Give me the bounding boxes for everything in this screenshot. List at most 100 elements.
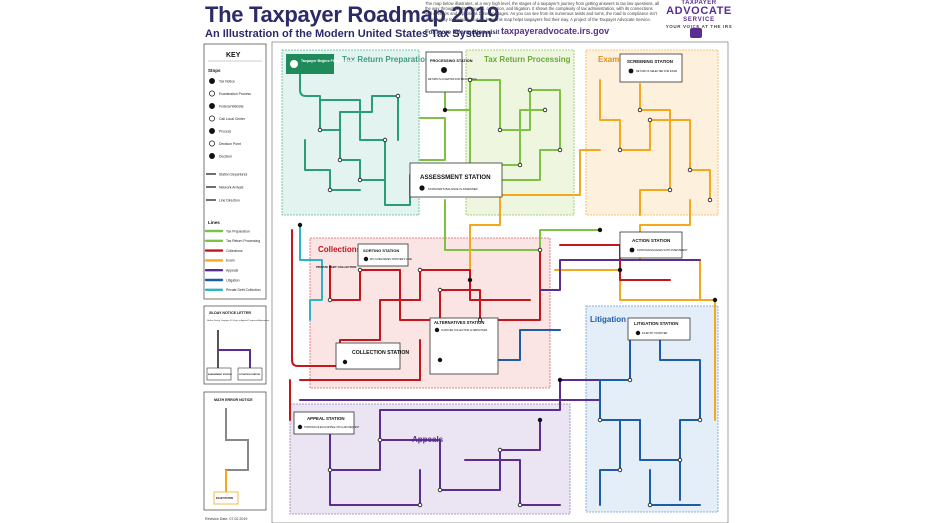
station-processing-label: PROCESSING STATION xyxy=(430,59,473,63)
revision-date: Revision Date: 07.02.2019 xyxy=(205,517,247,521)
process-icon xyxy=(363,256,369,262)
line-exam-branch-a xyxy=(639,83,671,216)
line-tax-preparation-branch-c xyxy=(304,139,361,191)
station-start-label: Taxpayer Begins Filing Process xyxy=(301,59,355,63)
station-private-debt-label: PRIVATE DEBT COLLECTION xyxy=(316,265,356,269)
station-litigation-sub: FILED BY TAXPAYER xyxy=(642,331,668,335)
station-action-sub: TAXPAYER ENGAGES WITH ASSESSMENT xyxy=(637,249,688,252)
station-screening-sub: RETURN IS SELECTED FOR EXAM xyxy=(636,70,677,73)
line-exam xyxy=(599,79,711,201)
station-litigation-label: LITIGATION STATION xyxy=(634,321,678,326)
station-collection-label: COLLECTION STATION xyxy=(352,350,409,356)
key-stop-label: Call Local Center xyxy=(219,117,246,121)
more-info-label: For more information visit xyxy=(425,30,500,36)
logo-tagline: YOUR VOICE AT THE IRS xyxy=(665,24,733,29)
inset-notice-station-b-label: LITIGATION STATION xyxy=(239,373,261,376)
irs-eagle-icon xyxy=(690,28,702,38)
station-assessment xyxy=(409,162,503,198)
process-icon xyxy=(635,330,641,336)
decision-markers xyxy=(297,107,718,423)
key-stop-icon xyxy=(209,115,215,122)
key-connector-label: Line Direction xyxy=(219,198,240,202)
poster-title: The Taxpayer Roadmap 2019 xyxy=(205,2,500,27)
station-assessment-label: ASSESSMENT STATION xyxy=(420,174,491,181)
station-assessment-sub: TAXPAYER'S BALANCE IS ASSESSED xyxy=(428,187,478,191)
key-line-label: Private Debt Collection xyxy=(226,288,261,292)
key-connector-label: Network Arrivals xyxy=(219,185,244,189)
line-tax-return-processing-branch-b xyxy=(419,117,446,161)
line-appeals-branch-a xyxy=(329,469,421,506)
line-appeals-branch-d xyxy=(539,259,701,291)
station-alternatives-label: ALTERNATIVES STATION xyxy=(434,320,484,325)
zone-label-collections: Collections xyxy=(318,245,362,254)
station-action xyxy=(619,231,683,259)
line-collections-branch-a xyxy=(329,265,401,301)
inset-notice-caption: Notice Giving Taxpayer 30 Days to Appeal… xyxy=(207,319,270,322)
inset-notice-title: 30-DAY NOTICE LETTER xyxy=(209,311,251,315)
process-icon xyxy=(297,424,303,430)
inset-math-station xyxy=(213,491,239,505)
line-tax-preparation-branch-b xyxy=(339,95,399,141)
key-title: KEY xyxy=(226,52,241,59)
line-appeals-branch-b xyxy=(379,379,621,441)
key-line-label: Tax Return Processing xyxy=(226,239,260,243)
key-stop-icon xyxy=(209,103,215,109)
key-panel xyxy=(203,43,267,300)
line-appeals xyxy=(299,419,541,491)
process-icon xyxy=(441,67,447,73)
line-collections-branch-c xyxy=(299,339,421,381)
station-appeal xyxy=(293,411,355,435)
zone-label-exam: Exam xyxy=(598,55,619,64)
key-line-label: Tax Preparation xyxy=(226,229,250,233)
inset-notice-station-b xyxy=(237,367,263,381)
process-icon xyxy=(628,68,634,74)
key-lines-header: Lines xyxy=(208,220,220,225)
inset-math-title: MATH ERROR NOTICE xyxy=(214,398,253,402)
key-stop-label: Examination Process xyxy=(219,92,251,96)
line-private-debt-collection xyxy=(299,224,323,321)
key-stop-label: Federal Website xyxy=(219,104,244,108)
stop-dots xyxy=(317,77,713,508)
station-screening-label: SCREENING STATION xyxy=(627,59,673,64)
station-litigation xyxy=(627,317,691,341)
key-stops-header: Stops xyxy=(208,68,221,73)
key-line-label: Collections xyxy=(226,249,243,253)
key-stop-icon xyxy=(209,78,215,84)
station-processing-sub: RETURN IS ACCEPTED FOR PROCESSING xyxy=(428,78,477,81)
line-exam-branch-d xyxy=(554,269,701,301)
station-alternatives xyxy=(429,317,499,375)
key-stop-icon xyxy=(209,128,215,134)
key-stop-label: Decision xyxy=(219,154,232,158)
process-icon xyxy=(419,185,425,191)
key-connector-label: Station Departures xyxy=(219,172,248,176)
line-collections-branch-d xyxy=(559,244,671,281)
process-icon xyxy=(629,247,635,253)
zone-tax-return-preparation xyxy=(281,49,420,216)
inset-notice-station-a-label: ASSESSMENT STATION xyxy=(208,373,232,376)
logo-line-2: ADVOCATE xyxy=(666,5,732,17)
line-collections-branch-b xyxy=(399,249,541,321)
station-alternatives-sub: TAXPAYER COLLECTION ALTERNATIVES xyxy=(441,329,488,332)
line-tax-preparation-branch-a xyxy=(319,99,386,181)
key-stop-label: Tax Notice xyxy=(219,79,235,83)
station-appeal-sub: TAXPAYER FILES AN APPEAL OR CLAIM REQUES… xyxy=(304,426,360,429)
more-info: For more information visit taxpayeradvoc… xyxy=(425,26,609,36)
zone-label-tax-return-processing: Tax Return Processing xyxy=(484,55,571,64)
process-icon xyxy=(342,359,348,365)
inset-math-error xyxy=(203,391,267,511)
station-appeal-label: APPEAL STATION xyxy=(307,416,345,421)
line-appeals-branch-c xyxy=(464,459,561,506)
star-icon xyxy=(290,60,298,68)
key-line-label: Appeals xyxy=(226,269,239,273)
inset-math-station-label: EXAM STATION xyxy=(216,497,233,500)
website-link[interactable]: taxpayeradvocate.irs.gov xyxy=(501,26,610,36)
logo-line-1: TAXPAYER xyxy=(681,0,717,6)
station-collection xyxy=(335,342,401,370)
key-line-label: Litigation xyxy=(226,278,240,282)
tas-logo: TAXPAYER ADVOCATE SERVICE YOUR VOICE AT … xyxy=(664,0,734,29)
